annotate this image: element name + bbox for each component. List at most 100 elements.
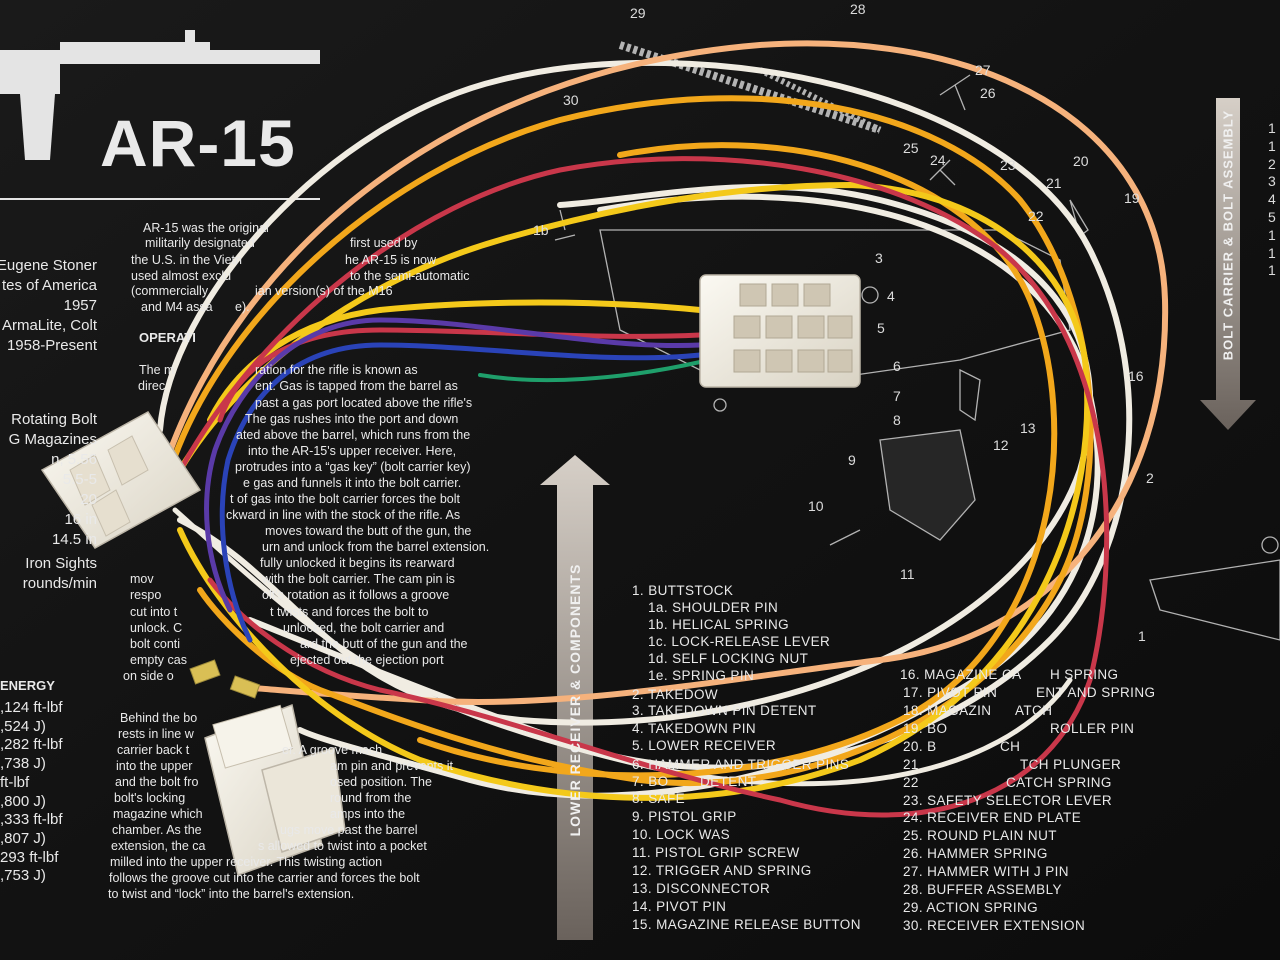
diagram-number: 21	[1046, 175, 1062, 191]
diagram-number: 9	[848, 452, 856, 468]
operation-fragment: respo	[130, 588, 162, 602]
energy-line: ,738 J)	[0, 755, 46, 773]
behind-fragment: extension, the ca	[111, 839, 206, 853]
diagram-number: 27	[975, 62, 991, 78]
diagram-number: 26	[980, 85, 996, 101]
diagram-number: 12	[993, 437, 1009, 453]
part-item: 16. MAGAZINE CA	[900, 667, 1022, 682]
operation-fragment: ard the butt of the gun and the	[300, 637, 468, 651]
operation-fragment: cut into t	[130, 605, 178, 619]
diagram-number: 25	[903, 140, 919, 156]
spec-line: 20	[80, 491, 97, 508]
diagram-number: 23	[1000, 157, 1016, 173]
diagram-number: 5	[877, 320, 885, 336]
energy-line: ,753 J)	[0, 867, 46, 885]
energy-line: ft-lbf	[0, 773, 30, 791]
intro-fragment: and M4 assa	[141, 300, 213, 314]
behind-fragment: rests in line w	[118, 727, 194, 741]
operation-fragment: ent. Gas is tapped from the barrel as	[255, 379, 458, 393]
intro-fragment: ian version(s) of the M16	[255, 284, 393, 298]
part-item: ATCH	[1015, 703, 1053, 718]
behind-fragment: s allowed to twist into a pocket	[258, 839, 427, 853]
spec-line: 1957	[63, 297, 97, 314]
part-item: 2. TAKEDOW	[632, 687, 719, 702]
bolt-label: BOLT CARRIER & BOLT ASSEMBLY	[1220, 109, 1236, 361]
intro-fragment: to the semi-automatic	[350, 269, 470, 283]
operation-fragment: ated above the barrel, which runs from t…	[236, 428, 471, 442]
operation-fragment: ration for the rifle is known as	[255, 363, 418, 377]
part-item: 28. BUFFER ASSEMBLY	[903, 882, 1062, 897]
operation-heading: OPERATI	[139, 330, 196, 345]
operation-fragment: The gas rushes into the port and down	[245, 412, 459, 426]
rifle-silhouette	[0, 30, 320, 200]
edge-number: 1	[1268, 137, 1276, 154]
part-item: 27. HAMMER WITH J PIN	[903, 864, 1069, 879]
intro-fragment: militarily designated	[145, 236, 255, 250]
wire-10	[217, 327, 703, 423]
wire-6	[417, 142, 1058, 779]
diagram-number: 8	[893, 412, 901, 428]
part-item: 19. BO	[903, 721, 948, 736]
part-item: 11. PISTOL GRIP SCREW	[632, 845, 800, 860]
diagram-number: 29	[630, 5, 646, 21]
spec-line: Iron Sights	[25, 555, 97, 572]
part-item: TCH PLUNGER	[1020, 757, 1122, 772]
diagram-number: 1	[1138, 628, 1146, 644]
behind-fragment: chamber. As the	[112, 823, 202, 837]
left-connector	[40, 411, 202, 549]
bolt-arrow	[1200, 98, 1256, 430]
intro-fragment: (commercially	[131, 284, 209, 298]
energy-line: ,124 ft-lbf	[0, 699, 63, 716]
part-item: 8. SAFE	[632, 791, 686, 806]
part-item: 17. PIVOT PIN	[903, 685, 998, 700]
part-item: 20. B	[903, 739, 937, 754]
behind-fragment: Behind the bo	[120, 711, 198, 725]
wire-12	[219, 342, 703, 643]
part-item: 1a. SHOULDER PIN	[648, 600, 779, 615]
part-item: 9. PISTOL GRIP	[632, 809, 737, 824]
wire-4	[162, 40, 1169, 705]
part-item: 12. TRIGGER AND SPRING	[632, 863, 812, 878]
intro-fragment: the U.S. in the Vietn	[131, 253, 242, 267]
diagram-number: 2	[1146, 470, 1154, 486]
part-item: 13. DISCONNECTOR	[632, 881, 771, 896]
spec-line: Rotating Bolt	[11, 411, 97, 428]
diagram-number: 13	[1020, 420, 1036, 436]
operation-fragment: unlock. C	[130, 621, 183, 635]
wire-harness	[157, 40, 1169, 818]
behind-fragment: osed position. The	[330, 775, 432, 789]
operation-fragment: e gas and funnels it into the bolt carri…	[243, 476, 462, 490]
spec-line: 1958-Present	[6, 337, 97, 354]
spec-line: 14.5 in	[51, 531, 97, 548]
part-item: 18. MAGAZIN	[903, 703, 992, 718]
behind-fragment: ugs move past the barrel	[280, 823, 418, 837]
operation-fragment: The m	[139, 363, 175, 377]
bottom-connector	[204, 703, 346, 876]
operation-fragment: bolt conti	[130, 637, 181, 651]
part-item: CATCH SPRING	[1006, 775, 1112, 790]
operation-fragment: moves toward the butt of the gun, the	[265, 524, 472, 538]
part-item: 1b. HELICAL SPRING	[648, 617, 790, 632]
spec-line: 16 in	[64, 511, 97, 528]
part-item: H SPRING	[1050, 667, 1119, 682]
part-item: 3. TAKEDOWN PIN DETENT	[632, 703, 817, 718]
part-item: 29. ACTION SPRING	[903, 900, 1039, 915]
wire-9	[172, 156, 1110, 818]
part-item: 23. SAFETY SELECTOR LEVER	[903, 793, 1113, 808]
diagram-number: 16	[1128, 368, 1144, 384]
edge-number: 1	[1268, 120, 1276, 136]
part-item: 1c. LOCK-RELEASE LEVER	[648, 634, 831, 649]
spec-line: ArmaLite, Colt	[1, 317, 97, 334]
energy-heading: ENERGY	[0, 678, 55, 693]
diagram-number: 7	[893, 388, 901, 404]
operation-fragment: direc	[138, 379, 166, 393]
behind-fragment: into the upper	[116, 759, 193, 773]
operation-fragment: empty cas	[130, 653, 187, 667]
behind-fragment: to twist and “lock” into the barrel's ex…	[108, 887, 355, 901]
spec-line: 5.5-5	[62, 471, 97, 488]
spec-line: n, 5.56	[51, 451, 97, 468]
operation-fragment: ckward in line with the stock of the rif…	[226, 508, 461, 522]
intro-fragment: he AR-15 is now	[345, 253, 437, 267]
part-item: 14. PIVOT PIN	[632, 899, 727, 914]
